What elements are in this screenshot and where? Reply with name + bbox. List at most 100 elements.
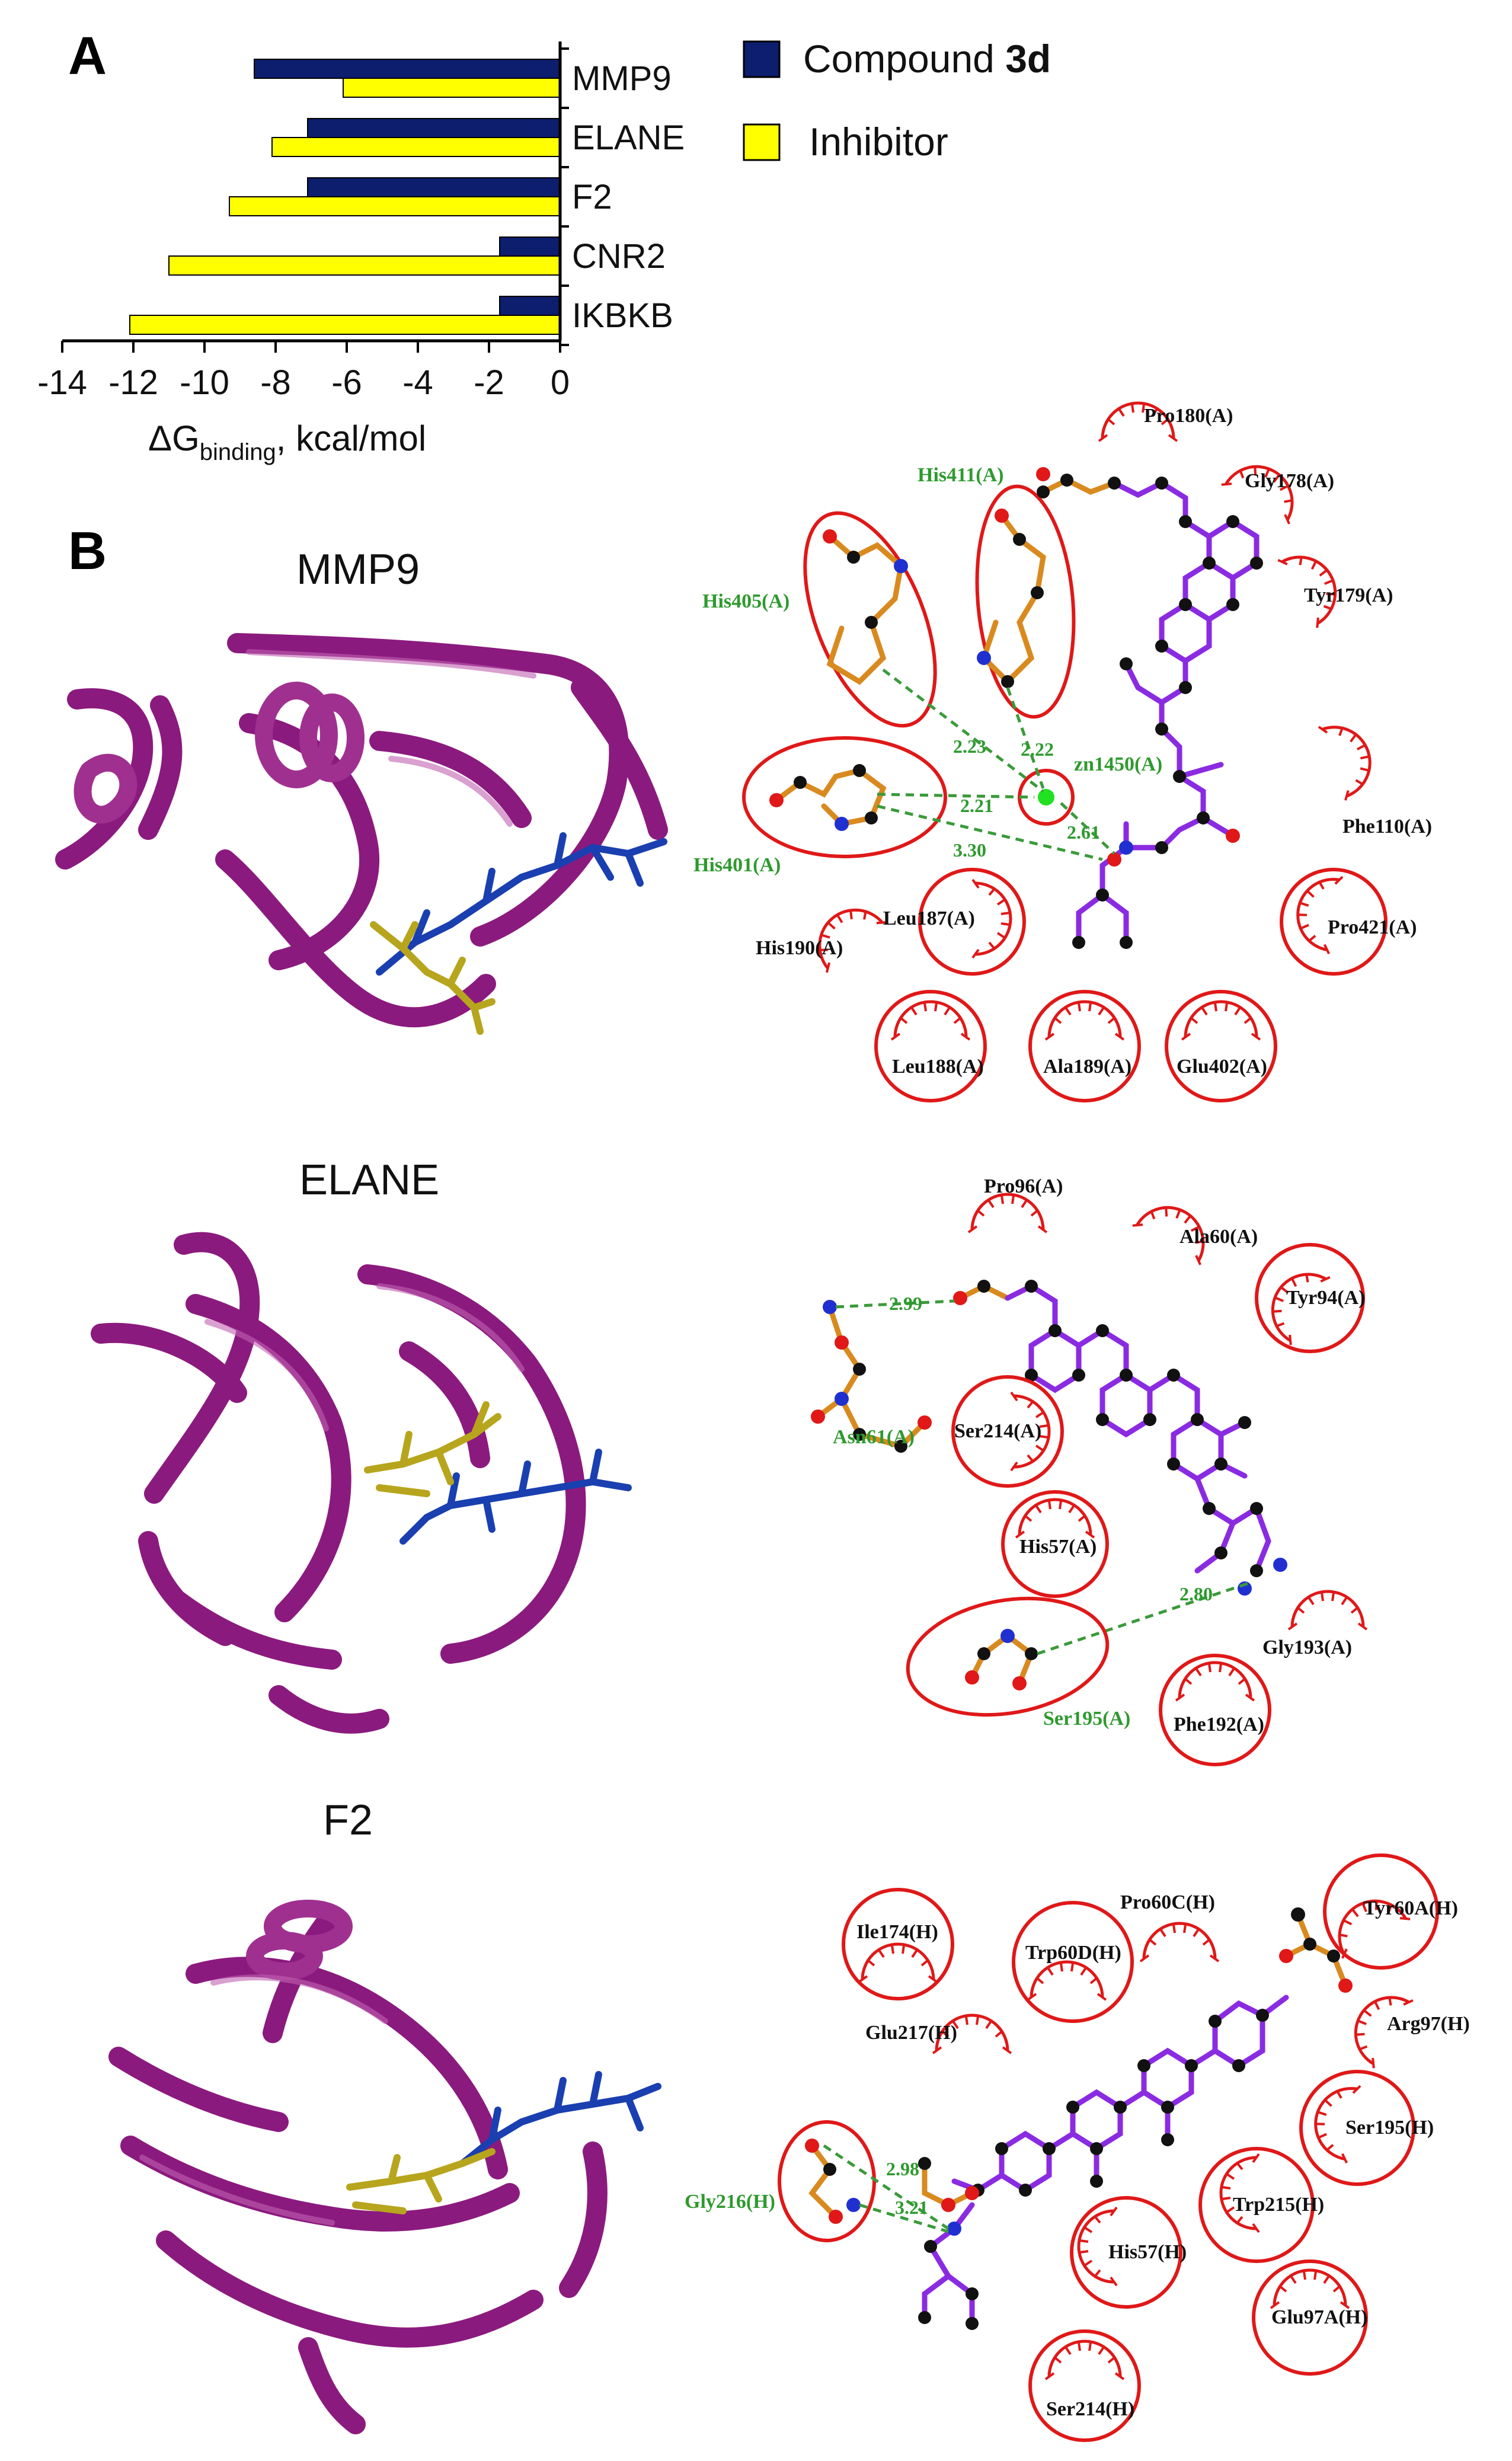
residue-ring-trp215: [1198, 2147, 1315, 2263]
distance-label: 2.61: [1067, 822, 1100, 843]
bar-mmp9-inhibitor: [343, 78, 561, 98]
residue-label-his190: His190(A): [756, 937, 843, 959]
residue-label-asn61: Asn61(A): [833, 1426, 915, 1448]
hbond-line: [823, 2144, 950, 2230]
bar-f2-compound: [307, 177, 561, 197]
interaction-map-f2: 2.98 3.21 Gly216(H) Ile174(H) Trp60D(H) …: [685, 1853, 1470, 2442]
distance-label: 2.22: [1021, 739, 1054, 760]
x-tick-label: -14: [37, 363, 87, 402]
x-tick-label: 0: [551, 363, 570, 402]
structure-title-f2: F2: [323, 1797, 373, 1844]
residue-label-zn1450: zn1450(A): [1074, 753, 1162, 775]
residue-label-phe192: Phe192(A): [1174, 1714, 1264, 1736]
atoms-f2: [823, 1938, 1340, 2330]
atoms-elane: [853, 1280, 1263, 1660]
residue-label-his411: His411(A): [918, 464, 1003, 486]
residue-ring-his405: [803, 511, 937, 728]
residue-ring-his57-f2: [1070, 2196, 1182, 2309]
bar-ikbkb-inhibitor: [129, 315, 561, 335]
distance-label: 3.21: [895, 2197, 928, 2218]
residue-label-his401: His401(A): [693, 854, 781, 876]
y-tick-marks: [560, 47, 569, 346]
category-label: MMP9: [572, 59, 672, 98]
x-axis-label: ΔGbinding, kcal/mol: [148, 418, 426, 465]
x-tick-label: -12: [108, 363, 158, 402]
residue-ring-ser214-f2: [1028, 2329, 1141, 2442]
ligand-skeleton-elane: [815, 1283, 1271, 1686]
legend: Compound 3d Inhibitor: [743, 37, 1051, 164]
legend-swatch-compound: [743, 40, 781, 78]
residue-label-pro60c: Pro60C(H): [1120, 1891, 1215, 1913]
distance-label: 2.21: [960, 795, 993, 816]
bars: [129, 59, 561, 335]
residue-label-ser214: Ser214(A): [954, 1420, 1041, 1442]
residue-label-pro421: Pro421(A): [1328, 916, 1417, 938]
ligand-skeleton-mmp9: [1040, 477, 1260, 945]
residue-label-leu188: Leu188(A): [892, 1056, 984, 1078]
residue-label-ile174: Ile174(H): [856, 1921, 938, 1943]
distance-label: 3.30: [953, 839, 986, 861]
zinc-atom: [1038, 789, 1054, 806]
residue-ring-ala189: [1028, 990, 1141, 1102]
residue-label-tyr60a: Tyr60A(H): [1363, 1897, 1458, 1919]
f2-protein-structure: [108, 1900, 661, 2434]
residue-ring-glu402: [1165, 990, 1277, 1102]
residue-label-ser195: Ser195(A): [1043, 1708, 1130, 1730]
x-tick-label: -6: [331, 363, 362, 402]
distance-label: 2.98: [886, 2158, 919, 2179]
residue-label-ala60: Ala60(A): [1179, 1226, 1258, 1248]
x-tick-label: -8: [260, 363, 291, 402]
heteroatoms-elane: [811, 1291, 1287, 1690]
residue-label-his57: His57(A): [1019, 1536, 1097, 1558]
panel-label-b: B: [68, 522, 107, 581]
interaction-map-mmp9: 2.23 2.22 2.21 2.61 3.30 His411(A) His40…: [693, 403, 1432, 1102]
residue-ring-tyr60a: [1323, 1853, 1439, 1970]
residue-ring-ser195: [906, 1596, 1110, 1717]
residue-label-gly216: Gly216(H): [685, 2191, 775, 2213]
bar-elane-compound: [307, 118, 561, 138]
bar-elane-inhibitor: [271, 137, 561, 157]
residue-label-tyr179: Tyr179(A): [1304, 584, 1393, 606]
residue-ring-ser195-f2: [1299, 2070, 1415, 2186]
residue-label-his405: His405(A): [702, 590, 789, 612]
legend-swatch-inhibitor: [743, 123, 781, 161]
bar-ikbkb-compound: [499, 296, 561, 316]
bar-cnr2-inhibitor: [168, 255, 561, 276]
hbond-line: [859, 2203, 949, 2233]
legend-label-compound: Compound 3d: [803, 37, 1051, 81]
category-label: IKBKB: [572, 296, 673, 335]
residue-label-pro96: Pro96(A): [984, 1175, 1063, 1197]
residue-ring-gly216: [778, 2120, 876, 2242]
residue-ring-his411: [975, 484, 1076, 719]
residue-label-glu97a: Glu97A(H): [1271, 2306, 1367, 2328]
residue-ring-phe192: [1159, 1654, 1271, 1766]
structure-title-elane: ELANE: [299, 1156, 439, 1204]
mmp9-protein-structure: [55, 633, 668, 1035]
residue-label-trp215: Trp215(H): [1233, 2194, 1324, 2216]
hbond-line: [1037, 1581, 1251, 1655]
residue-ring-glu97a: [1252, 2259, 1368, 2376]
x-tick-label: -10: [180, 363, 229, 402]
residue-label-tyr94: Tyr94(A): [1286, 1287, 1365, 1309]
residue-label-pro180: Pro180(A): [1144, 405, 1233, 427]
x-tick-label: -4: [402, 363, 433, 402]
legend-label-inhibitor: Inhibitor: [809, 120, 948, 164]
residue-label-gly193: Gly193(A): [1262, 1637, 1352, 1658]
heteroatoms-f2: [805, 1907, 1353, 2236]
category-label: F2: [572, 178, 612, 216]
atoms-mmp9: [794, 474, 1263, 949]
hbond-line: [835, 1299, 955, 1309]
interaction-map-elane: 2.99 2.80 Asn61(A) Ser195(A) Pro96(A) Al…: [811, 1175, 1367, 1766]
residue-ring-his401: [742, 736, 947, 858]
bar-f2-inhibitor: [229, 196, 561, 216]
residue-label-leu187: Leu187(A): [883, 907, 975, 929]
structure-title-mmp9: MMP9: [296, 546, 420, 593]
hbonds-mmp9: [877, 669, 1115, 861]
residue-ring-pro421: [1280, 868, 1388, 976]
residue-label-ser214-f2: Ser214(H): [1046, 2398, 1134, 2420]
bar-cnr2-compound: [499, 236, 561, 257]
residue-label-phe110: Phe110(A): [1342, 816, 1432, 838]
